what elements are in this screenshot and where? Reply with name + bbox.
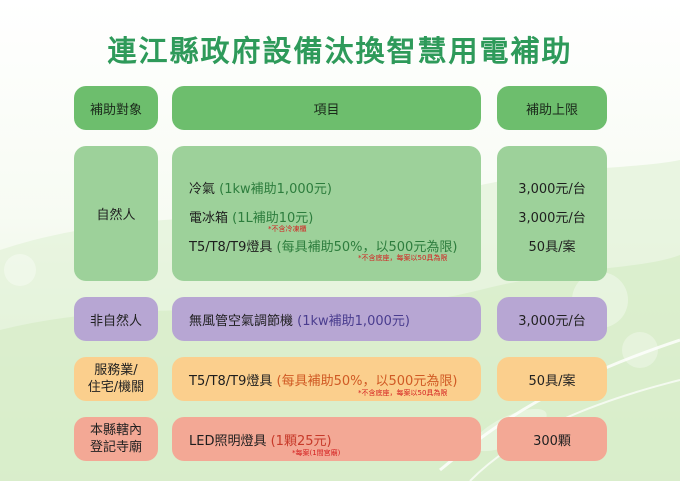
item-lamp-natural-name: T5/T8/T9燈具 [189,240,273,255]
items-temple: LED照明燈具 (1顆25元) *每案(1間宮廟) [172,417,481,461]
limit-aircon: 3,000元/台 [518,182,586,197]
limit-lamp-natural: 50具/案 [528,240,576,255]
header-item-label: 項目 [313,102,340,118]
item-ductless-ac-detail: (1kw補助1,000元) [297,314,410,329]
target-natural-label: 自然人 [96,208,136,223]
item-lamp-natural-note: *不含底座，每案以50具為限 [358,254,448,262]
item-aircon-name: 冷氣 [189,182,216,197]
header-target: 補助對象 [74,86,158,130]
item-lamp-service-note: *不含底座，每案以50具為限 [358,389,448,397]
item-ductless-ac: 無風管空氣調節機 (1kw補助1,000元) [189,310,410,329]
header-limit-label: 補助上限 [525,102,578,118]
items-service: T5/T8/T9燈具 (每具補助50%，以500元為限) *不含底座，每案以50… [172,357,481,401]
items-natural: 冷氣 (1kw補助1,000元) 電冰箱 (1L補助10元) *不含冷凍櫃 T5… [172,146,481,281]
target-temple-line1: 本縣轄內 [89,423,142,438]
page-title: 連江縣政府設備汰換智慧用電補助 [107,34,573,68]
item-lamp-natural: T5/T8/T9燈具 (每具補助50%，以500元為限) [189,236,457,255]
header-limit: 補助上限 [497,86,607,130]
item-fridge-detail: (1L補助10元) [232,211,314,226]
target-natural: 自然人 [74,146,158,281]
item-lamp-natural-detail: (每具補助50%，以500元為限) [276,240,458,255]
target-service: 服務業/ 住宅/機關 [74,357,158,401]
target-non-natural: 非自然人 [74,297,158,341]
items-non-natural: 無風管空氣調節機 (1kw補助1,000元) [172,297,481,341]
limit-non-natural: 3,000元/台 [497,297,607,341]
limit-temple-value: 300顆 [533,433,571,449]
target-service-line1: 服務業/ [94,363,138,378]
item-lamp-service-detail: (每具補助50%，以500元為限) [276,374,458,389]
item-led-detail: (1顆25元) [270,434,332,449]
item-fridge-name: 電冰箱 [189,211,229,226]
item-led-name: LED照明燈具 [189,434,267,449]
header-item: 項目 [172,86,481,130]
item-fridge: 電冰箱 (1L補助10元) [189,207,313,226]
item-led-note: *每案(1間宮廟) [292,449,341,457]
limit-service-value: 50具/案 [528,373,576,389]
limit-temple: 300顆 [497,417,607,461]
item-aircon-detail: (1kw補助1,000元) [219,182,332,197]
target-service-line2: 住宅/機關 [87,380,145,395]
limit-natural: 3,000元/台 3,000元/台 50具/案 [497,146,607,281]
item-lamp-service-name: T5/T8/T9燈具 [189,374,273,389]
target-non-natural-label: 非自然人 [89,313,142,329]
item-lamp-service: T5/T8/T9燈具 (每具補助50%，以500元為限) [189,370,457,389]
limit-non-natural-value: 3,000元/台 [518,313,586,329]
limit-fridge: 3,000元/台 [518,211,586,226]
item-ductless-ac-name: 無風管空氣調節機 [189,314,294,329]
item-fridge-note: *不含冷凍櫃 [268,225,307,233]
limit-service: 50具/案 [497,357,607,401]
item-aircon: 冷氣 (1kw補助1,000元) [189,178,332,197]
target-temple-line2: 登記寺廟 [89,440,142,455]
header-target-label: 補助對象 [89,102,142,118]
item-led: LED照明燈具 (1顆25元) [189,430,332,449]
target-temple: 本縣轄內 登記寺廟 [74,417,158,461]
